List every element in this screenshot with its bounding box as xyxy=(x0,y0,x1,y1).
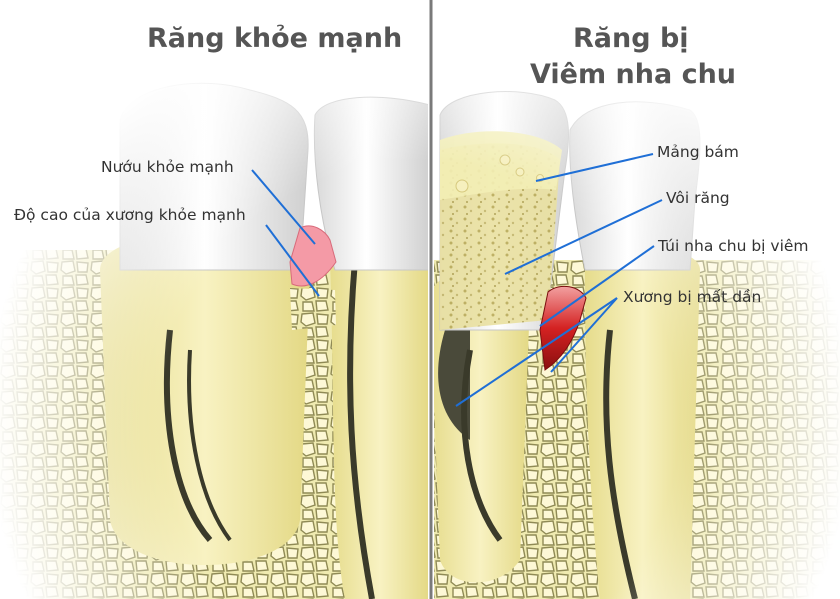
label-healthy-bone-height: Độ cao của xương khỏe mạnh xyxy=(14,206,246,224)
label-inflamed-pocket: Túi nha chu bị viêm xyxy=(658,237,809,255)
disease-title-line1: Răng bị xyxy=(573,23,689,54)
leader-pocket xyxy=(539,245,655,327)
label-bone-loss: Xương bị mất dần xyxy=(623,288,762,306)
healthy-title: Răng khỏe mạnh xyxy=(147,23,403,54)
leader-lines xyxy=(251,153,663,407)
leader-healthy-gum xyxy=(251,169,316,245)
disease-title-line2: Viêm nha chu xyxy=(530,59,737,90)
leader-plaque xyxy=(535,153,654,182)
leader-bone-loss-2 xyxy=(550,297,618,373)
leader-tartar xyxy=(504,199,663,275)
leader-bone-loss-1 xyxy=(455,297,618,407)
leader-healthy-bone xyxy=(265,224,320,297)
label-healthy-gum: Nướu khỏe mạnh xyxy=(101,158,234,176)
label-plaque: Mảng bám xyxy=(657,143,739,161)
label-tartar: Vôi răng xyxy=(666,189,730,207)
